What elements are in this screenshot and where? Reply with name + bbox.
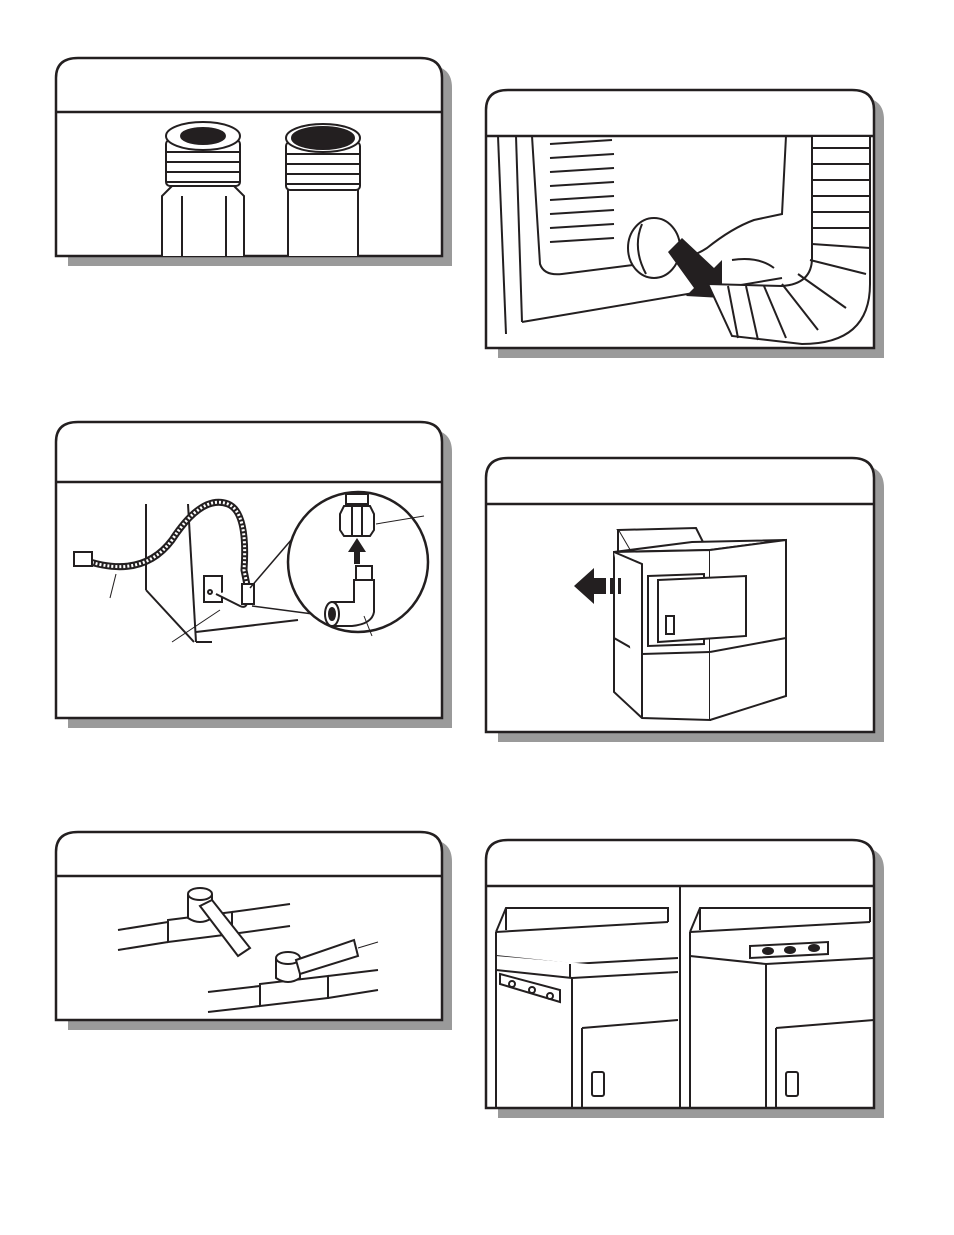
panel-fittings — [52, 56, 462, 268]
vent-illustration — [484, 88, 884, 358]
dryer-level-view — [689, 907, 875, 1108]
push-arrow-icon — [668, 238, 722, 298]
panel-gas-connection — [52, 420, 462, 730]
panel-level-dryer — [482, 838, 894, 1120]
exhaust-outlet — [627, 217, 681, 279]
panel-move-dryer — [482, 456, 894, 742]
flare-fitting — [161, 121, 245, 256]
dryer-control-panel-view — [495, 907, 679, 1108]
valve-open — [207, 938, 379, 1013]
fittings-illustration — [54, 56, 452, 266]
dryer-corner — [145, 503, 299, 643]
panel-shutoff-valve — [52, 830, 462, 1030]
move-dryer-illustration — [484, 456, 884, 742]
gas-valve — [203, 575, 255, 608]
adapter-fitting — [339, 493, 375, 537]
valve-closed — [117, 887, 291, 958]
gas-connection-illustration — [54, 420, 452, 728]
gas-hose — [73, 498, 252, 591]
vent-louvers — [549, 139, 615, 243]
elbow-fitting — [324, 565, 375, 627]
panel-vent — [482, 88, 894, 358]
level-dryer-illustration — [484, 838, 884, 1118]
pipe-fitting — [285, 123, 361, 256]
dryer — [613, 526, 787, 722]
left-arrow-icon — [574, 568, 621, 604]
flexible-duct — [706, 135, 871, 346]
bubble-level-icon — [749, 940, 829, 960]
shutoff-valve-illustration — [54, 830, 452, 1030]
up-arrow-icon — [348, 538, 366, 564]
